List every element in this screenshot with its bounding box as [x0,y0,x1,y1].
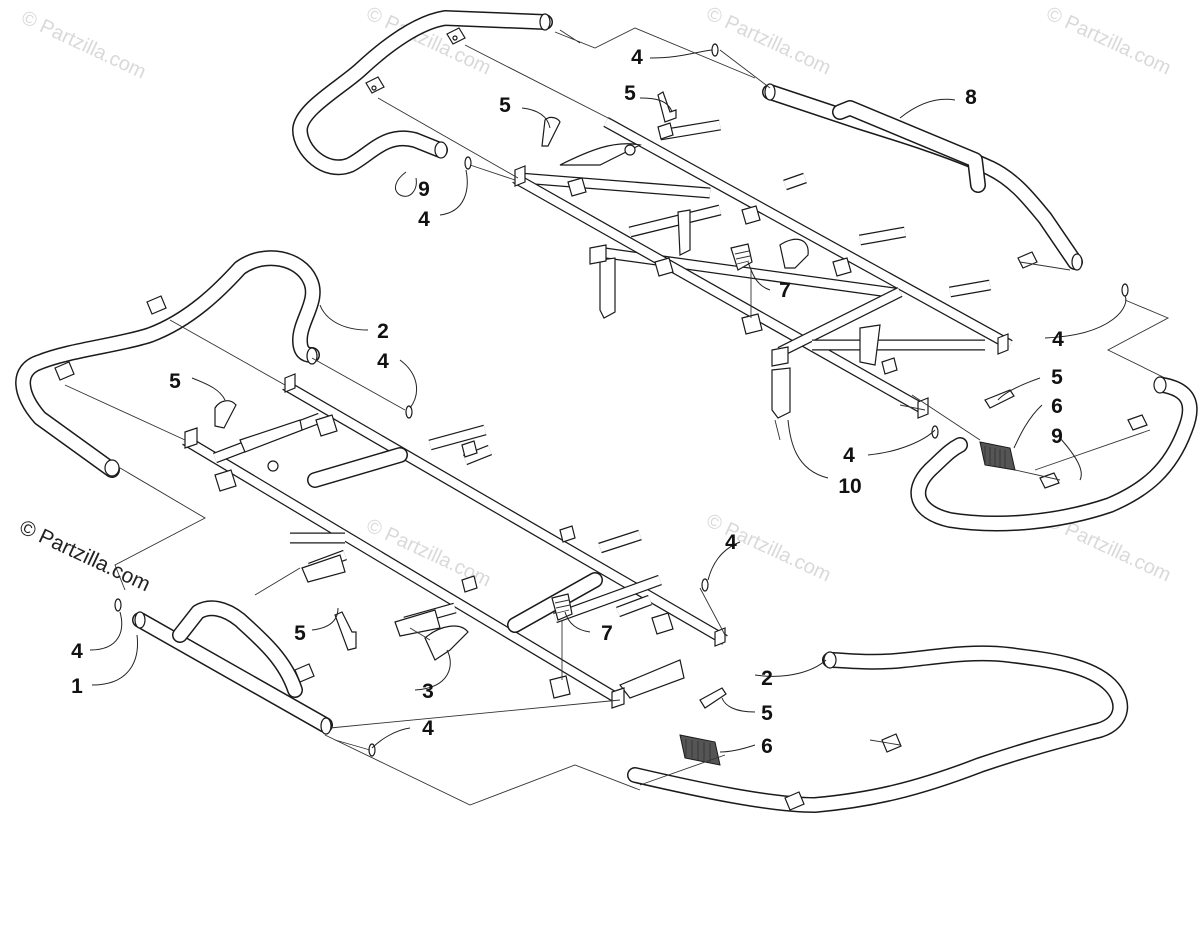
callout-upper-8: 8 [965,86,977,109]
callout-lower-3: 3 [422,680,434,703]
upper-front-rail [292,10,553,176]
lower-frame [182,373,728,709]
callout-lower-2-top: 2 [377,320,389,343]
upper-frame [512,117,1013,419]
upper-footrest [979,441,1016,471]
watermark-text: © Partzilla.com [1043,3,1174,80]
upper-clamps [567,122,898,375]
callout-lower-4-bottom: 4 [422,717,434,740]
watermark-text: © Partzilla.com [703,510,834,587]
callout-upper-9-right: 9 [1051,425,1063,448]
lower-footrest [679,734,721,766]
callout-lower-4-top: 4 [377,350,389,373]
callout-upper-6: 6 [1051,395,1063,418]
callout-lower-5-right: 5 [761,702,773,725]
callout-upper-4-bottom: 4 [843,444,855,467]
lower-clamps [214,414,674,699]
upper-rear-rail [762,83,1083,271]
callout-upper-5-right: 5 [1051,366,1063,389]
lower-rear-rail [627,645,1129,813]
callout-lower-5-mid: 5 [294,622,306,645]
lower-front-rail [15,250,321,478]
upper-side-rail [910,376,1198,532]
callout-lower-2-right: 2 [761,667,773,690]
callout-upper-4-left: 4 [418,208,430,231]
lower-alignment-lines [64,319,901,786]
callout-upper-4-right: 4 [1052,328,1064,351]
callout-upper-5-left: 5 [499,94,511,117]
callout-upper-10: 10 [838,475,861,498]
callout-lower-5-left: 5 [169,370,181,393]
lower-handle [132,600,333,735]
callout-labels: 4 5 5 8 9 4 7 4 5 6 9 4 10 2 4 5 4 5 7 4… [71,46,1064,758]
lower-pins [114,400,727,757]
upper-alignment-lines [377,44,1151,481]
lower-rack-assembly [15,250,1129,813]
callout-lower-1: 1 [71,675,83,698]
callout-upper-5-top: 5 [624,82,636,105]
callout-upper-9-left: 9 [418,178,430,201]
callout-upper-7: 7 [779,279,791,302]
upper-boundary-line [554,27,1170,379]
callout-lower-4-mid: 4 [725,531,737,554]
callout-lower-7: 7 [601,622,613,645]
lower-boundary-line [114,464,641,806]
watermark-text: © Partzilla.com [18,7,149,84]
callout-upper-4-top: 4 [631,46,643,69]
callout-leaders [89,49,1127,753]
watermark-text: © Partzilla.com [703,3,834,80]
callout-lower-6: 6 [761,735,773,758]
callout-lower-4-left: 4 [71,640,83,663]
watermark-layer: © Partzilla.com © Partzilla.com © Partzi… [18,3,1174,592]
upper-rack-assembly [292,10,1198,532]
